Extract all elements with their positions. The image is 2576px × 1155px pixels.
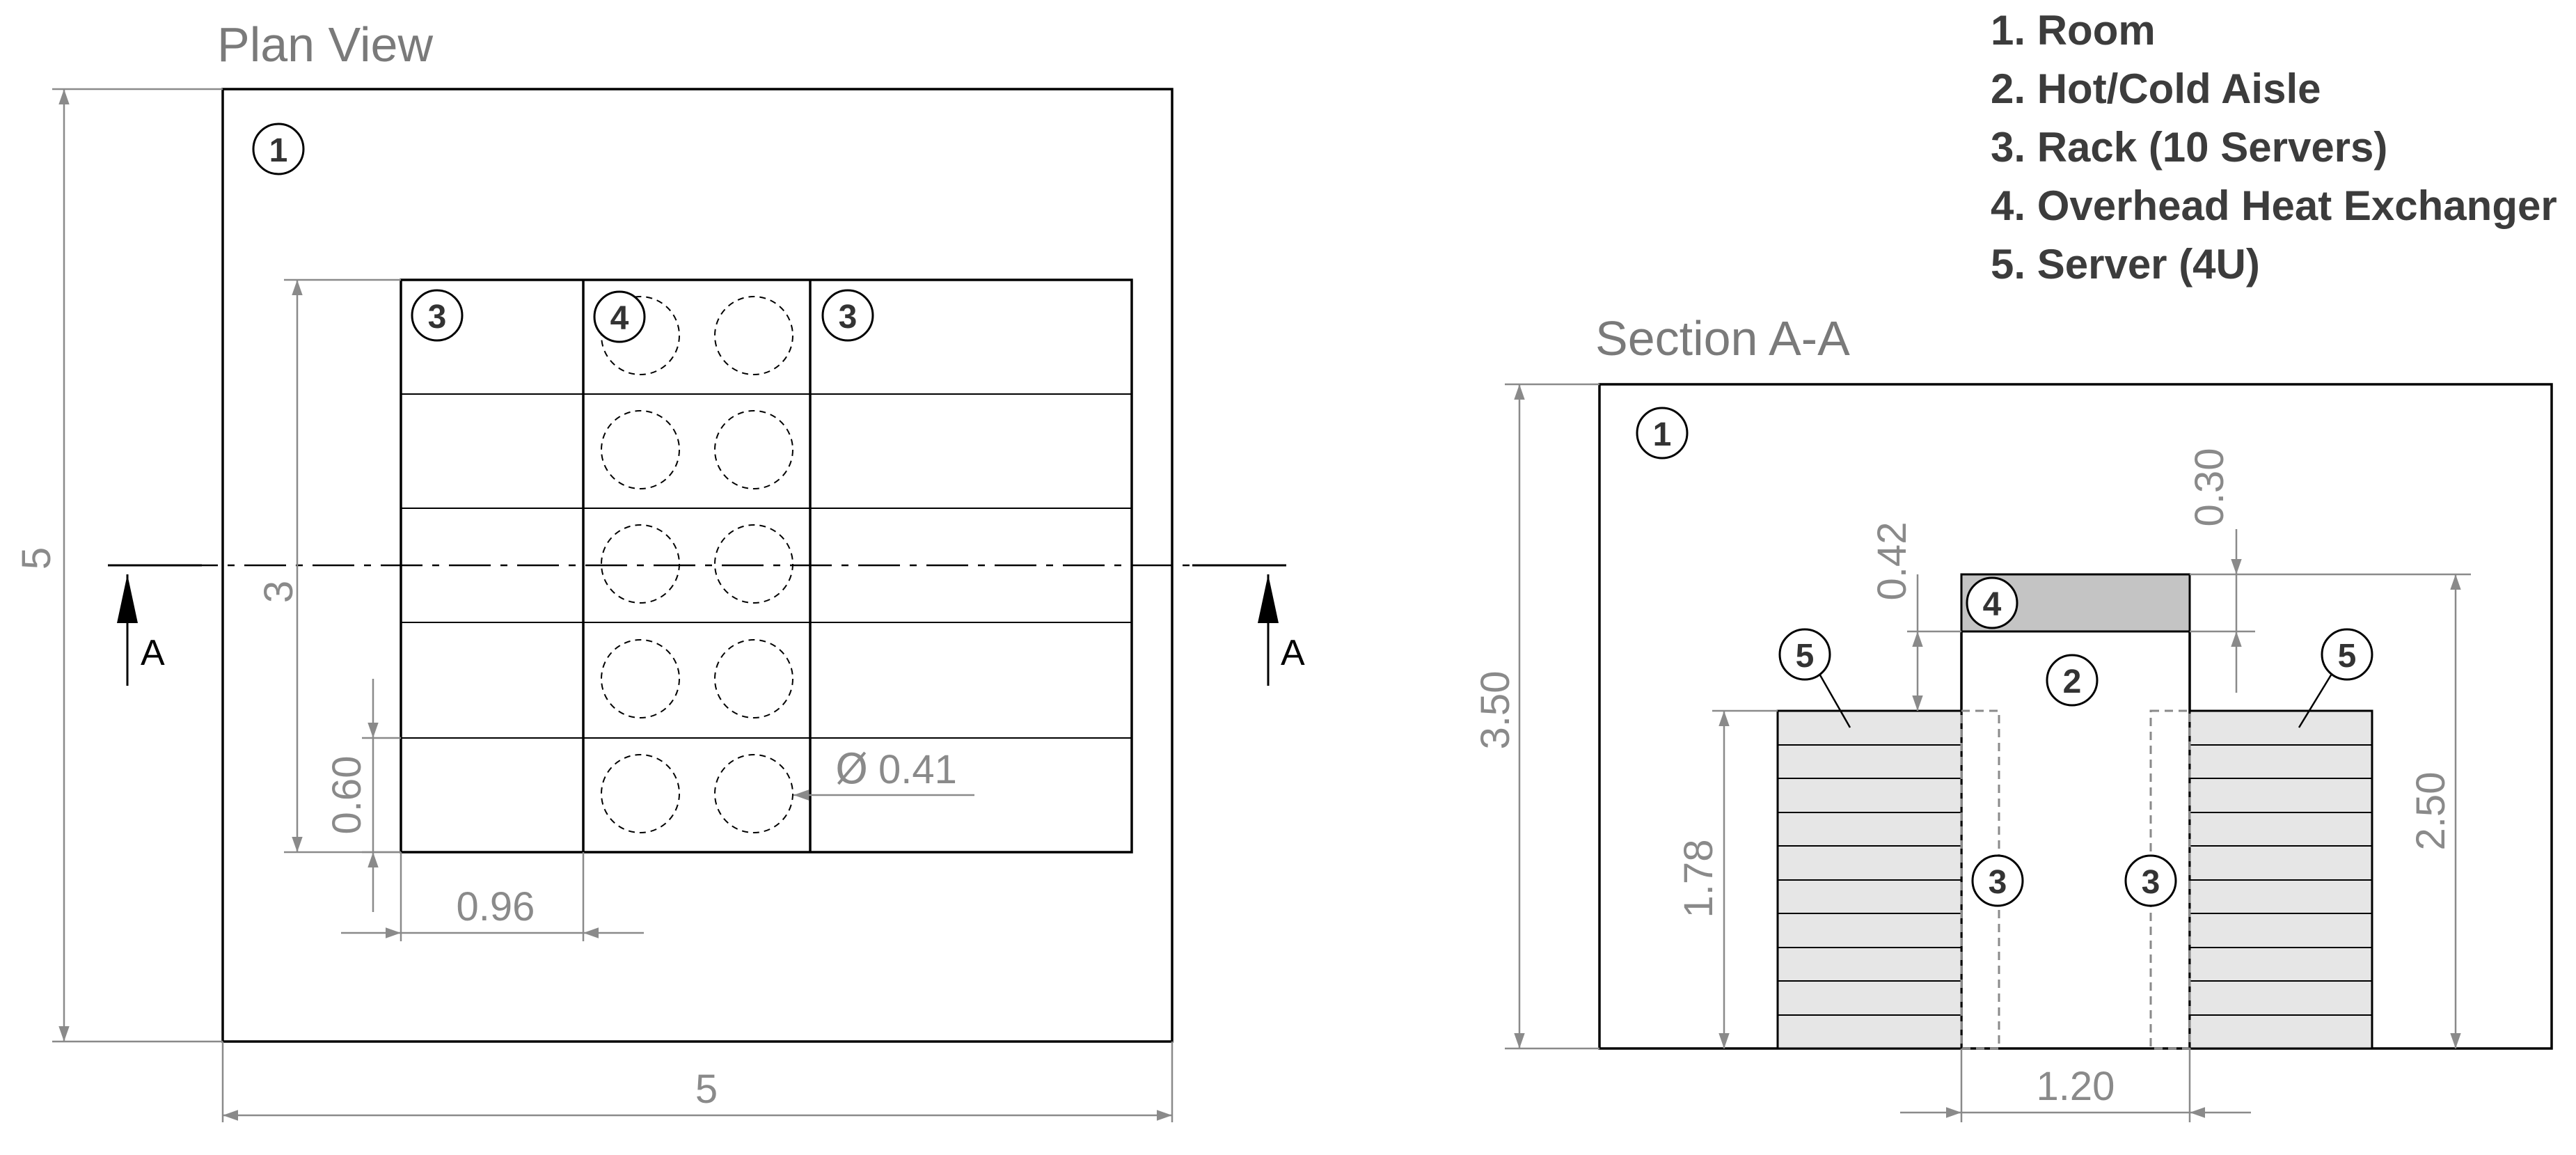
section-dim-room-height: 3.50 xyxy=(1473,383,1599,1050)
svg-text:2: 2 xyxy=(2063,663,2082,700)
section-view-title: Section A-A xyxy=(1595,311,1850,366)
plan-balloon-room: 1 xyxy=(252,123,305,175)
section-dim-aisle-height: 2.50 xyxy=(2408,574,2461,1048)
svg-text:5: 5 xyxy=(2338,638,2357,675)
plan-dim-server-height: 0.60 xyxy=(324,679,401,912)
section-balloon-rack-left: 3 xyxy=(1971,854,2024,907)
section-dim-heat-exchanger-gap: 0.30 xyxy=(2187,448,2471,693)
dim-heat-exchanger-gap-value: 0.30 xyxy=(2187,448,2232,527)
plan-dim-room-width: 5 xyxy=(221,1042,1174,1122)
plan-balloon-heat-exchanger: 4 xyxy=(593,290,646,343)
svg-text:4: 4 xyxy=(1983,586,2002,623)
section-marker-left: A xyxy=(141,633,165,673)
section-cut-line: A A xyxy=(108,564,1305,686)
section-balloon-room: 1 xyxy=(1636,407,1689,459)
section-server-stack-left xyxy=(1776,709,1963,1050)
svg-text:3: 3 xyxy=(1989,864,2007,901)
dim-rack-width-value: 0.96 xyxy=(457,884,535,929)
svg-text:3: 3 xyxy=(839,299,858,336)
dim-room-depth-value: 5 xyxy=(14,547,59,569)
svg-text:3: 3 xyxy=(428,299,447,336)
dim-aisle-width-value: 1.20 xyxy=(2037,1064,2115,1109)
section-dim-aisle-width: 1.20 xyxy=(1900,1048,2251,1122)
dim-room-height-value: 3.50 xyxy=(1473,671,1518,750)
section-rack-left-outline xyxy=(1960,709,2000,1050)
section-dim-heat-exchanger-height: 0.42 xyxy=(1870,522,1961,711)
dim-heat-exchanger-diameter-value: 0.41 xyxy=(878,747,957,792)
svg-text:1: 1 xyxy=(269,132,288,169)
plan-view-title: Plan View xyxy=(217,17,433,72)
legend: 1. Room 2. Hot/Cold Aisle 3. Rack (10 Se… xyxy=(1991,7,2557,288)
diameter-icon: Ø xyxy=(835,745,868,794)
section-rack-right-outline xyxy=(2149,709,2191,1050)
section-server-stack-right xyxy=(2188,709,2373,1050)
legend-item-room: 1. Room xyxy=(1991,7,2156,54)
svg-text:5: 5 xyxy=(1796,638,1815,675)
svg-text:1: 1 xyxy=(1653,416,1672,453)
section-dim-rack-height: 1.78 xyxy=(1676,709,1778,1048)
dim-aisle-height-value: 2.50 xyxy=(2408,772,2453,851)
svg-text:3: 3 xyxy=(2142,864,2160,901)
dim-rack-depth-value: 3 xyxy=(256,581,301,603)
legend-item-server: 5. Server (4U) xyxy=(1991,241,2260,288)
dim-room-width-value: 5 xyxy=(695,1067,718,1112)
legend-item-rack: 3. Rack (10 Servers) xyxy=(1991,124,2387,171)
plan-dim-rack-width: 0.96 xyxy=(341,852,644,941)
dim-server-height-value: 0.60 xyxy=(324,756,370,835)
legend-item-heat-exchanger: 4. Overhead Heat Exchanger xyxy=(1991,182,2557,229)
svg-text:4: 4 xyxy=(610,300,629,337)
section-room-outline xyxy=(1598,383,2553,1050)
legend-item-aisle: 2. Hot/Cold Aisle xyxy=(1991,65,2321,112)
plan-balloon-rack-right: 3 xyxy=(821,289,874,342)
section-balloon-server-right: 5 xyxy=(2298,628,2373,728)
plan-dim-room-depth: 5 xyxy=(14,88,223,1043)
section-balloon-rack-right: 3 xyxy=(2124,854,2177,907)
section-balloon-heat-exchanger: 4 xyxy=(1966,576,2018,629)
plan-view: Plan View A xyxy=(14,17,1305,1122)
plan-dim-heat-exchanger-diameter: Ø 0.41 xyxy=(793,745,974,801)
dim-rack-height-value: 1.78 xyxy=(1676,840,1721,918)
section-view: Section A-A xyxy=(1473,311,2553,1122)
dim-heat-exchanger-height-value: 0.42 xyxy=(1870,522,1915,601)
section-marker-right: A xyxy=(1281,633,1305,673)
section-balloon-aisle: 2 xyxy=(2046,654,2099,707)
plan-heat-exchangers xyxy=(601,296,793,833)
plan-balloon-rack-left: 3 xyxy=(411,289,464,342)
section-balloon-server-left: 5 xyxy=(1778,628,1851,728)
